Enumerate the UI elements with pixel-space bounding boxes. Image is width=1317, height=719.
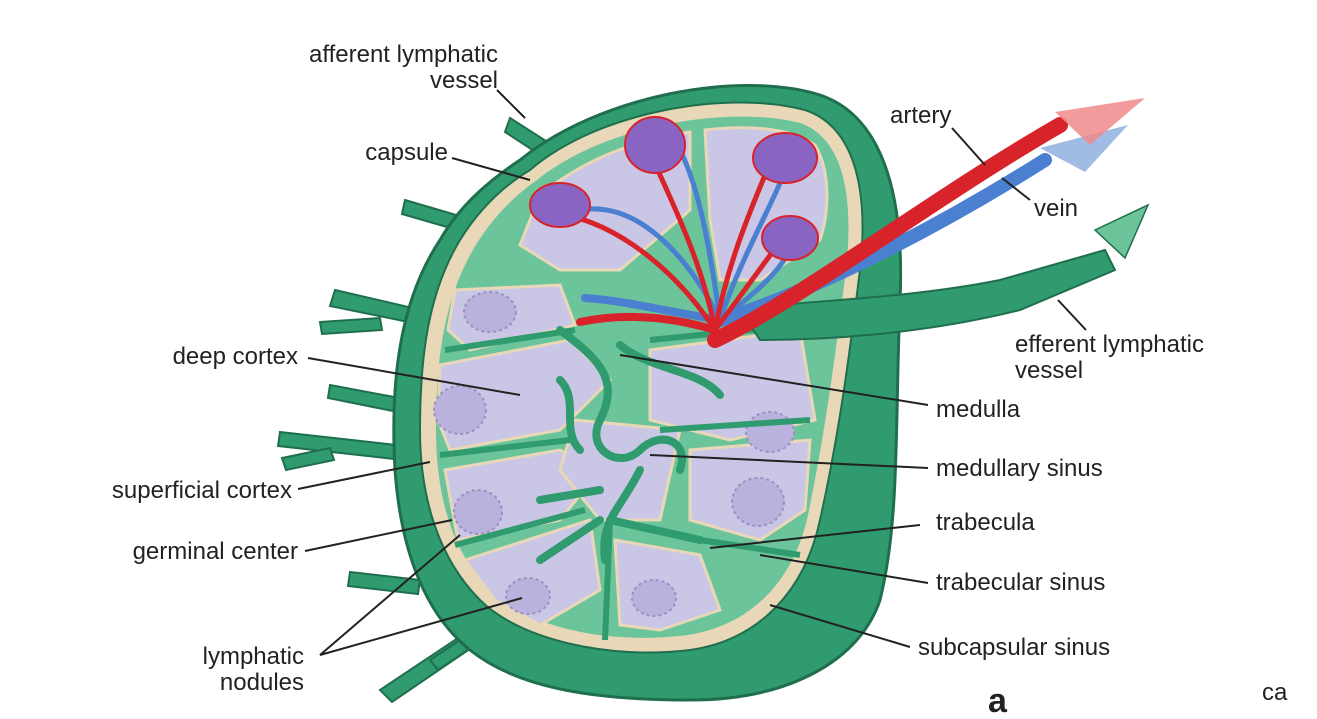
label-efferent-line1: efferent lymphatic xyxy=(1015,331,1204,358)
label-medulla: medulla xyxy=(936,396,1021,423)
label-afferent-line1: afferent lymphatic xyxy=(309,41,498,68)
cut-off-text: ca xyxy=(1262,679,1288,706)
label-superficial-cortex: superficial cortex xyxy=(112,477,292,504)
label-medullary-sinus: medullary sinus xyxy=(936,455,1103,482)
label-lymphatic-line1: lymphatic xyxy=(203,643,304,670)
label-vein: vein xyxy=(1034,195,1078,222)
label-subcapsular-sinus: subcapsular sinus xyxy=(918,634,1110,661)
label-trabecula: trabecula xyxy=(936,509,1035,536)
label-trabecular-sinus: trabecular sinus xyxy=(936,569,1105,596)
label-deep-cortex: deep cortex xyxy=(173,343,298,370)
label-lymphatic-line2: nodules xyxy=(220,669,304,696)
lymph-node-illustration xyxy=(278,85,1148,702)
label-capsule: capsule xyxy=(365,139,448,166)
label-germinal-center: germinal center xyxy=(133,538,298,565)
label-afferent-line2: vessel xyxy=(430,67,498,94)
label-efferent-line2: vessel xyxy=(1015,357,1083,384)
label-artery: artery xyxy=(890,102,951,129)
panel-letter: a xyxy=(988,682,1008,719)
